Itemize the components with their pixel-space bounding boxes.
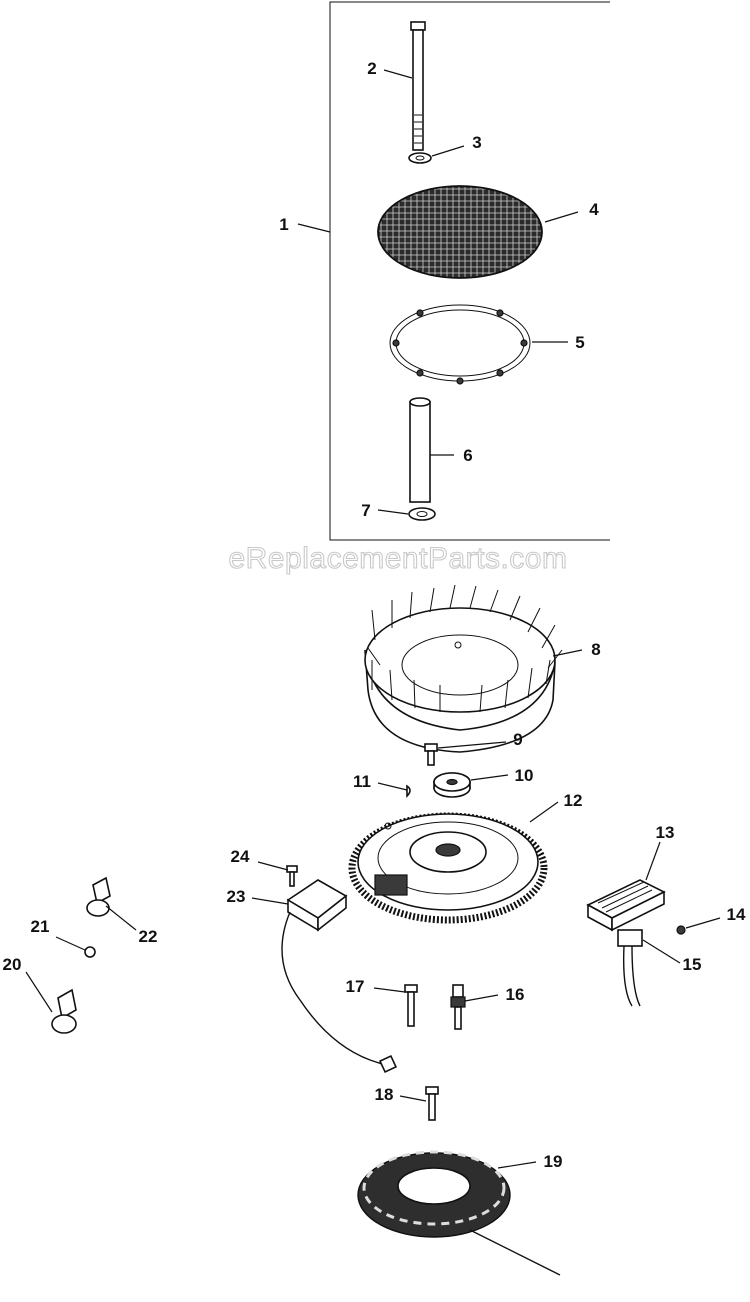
washer-part xyxy=(433,772,471,798)
callout-24: 24 xyxy=(231,847,250,866)
spark-plug-part xyxy=(450,984,466,1030)
callout-8: 8 xyxy=(591,640,600,659)
callout-4: 4 xyxy=(589,200,599,219)
callout-10: 10 xyxy=(515,766,534,785)
connector-part xyxy=(617,929,643,1007)
callout-23: 23 xyxy=(227,887,246,906)
callout-9: 9 xyxy=(513,730,522,749)
leader-lines xyxy=(25,69,721,1169)
screw-part xyxy=(404,984,418,1027)
screw-part xyxy=(424,743,438,766)
clamp-part xyxy=(51,988,77,1034)
fan-part xyxy=(364,584,563,753)
screen-part xyxy=(377,185,543,279)
callout-15: 15 xyxy=(683,955,702,974)
callout-labels: 1 2 3 4 5 6 7 8 9 10 11 12 13 14 15 16 1… xyxy=(3,59,746,1171)
callout-19: 19 xyxy=(544,1152,563,1171)
callout-13: 13 xyxy=(656,823,675,842)
callout-11: 11 xyxy=(353,772,371,791)
flywheel-part xyxy=(348,812,548,924)
ignition-module-part xyxy=(281,879,398,1074)
callout-12: 12 xyxy=(564,791,583,810)
callout-2: 2 xyxy=(367,59,376,78)
callout-3: 3 xyxy=(472,133,481,152)
callout-17: 17 xyxy=(346,977,365,996)
callout-16: 16 xyxy=(506,985,525,1004)
nut-part xyxy=(84,946,96,958)
kit-bracket xyxy=(329,1,610,541)
callout-14: 14 xyxy=(727,905,746,924)
watermark-text: eReplacementParts.com xyxy=(229,542,568,575)
rectifier-regulator-part xyxy=(586,879,666,932)
callout-6: 6 xyxy=(463,446,472,465)
stator-part xyxy=(357,1150,561,1276)
callout-7: 7 xyxy=(361,501,370,520)
retainer-ring-part xyxy=(389,304,531,385)
callout-20: 20 xyxy=(3,955,22,974)
screw-part xyxy=(425,1086,439,1121)
callout-21: 21 xyxy=(31,917,50,936)
screw-part xyxy=(676,925,686,935)
washer-part xyxy=(408,152,432,164)
key-part xyxy=(406,784,411,798)
clamp-part xyxy=(86,876,111,917)
callout-1: 1 xyxy=(279,215,288,234)
spacer-tube-part xyxy=(409,397,431,503)
screw-part xyxy=(286,865,298,887)
callout-22: 22 xyxy=(139,927,158,946)
callout-18: 18 xyxy=(375,1085,394,1104)
long-bolt-part xyxy=(410,21,426,151)
callout-5: 5 xyxy=(575,333,584,352)
washer-part xyxy=(408,507,436,521)
